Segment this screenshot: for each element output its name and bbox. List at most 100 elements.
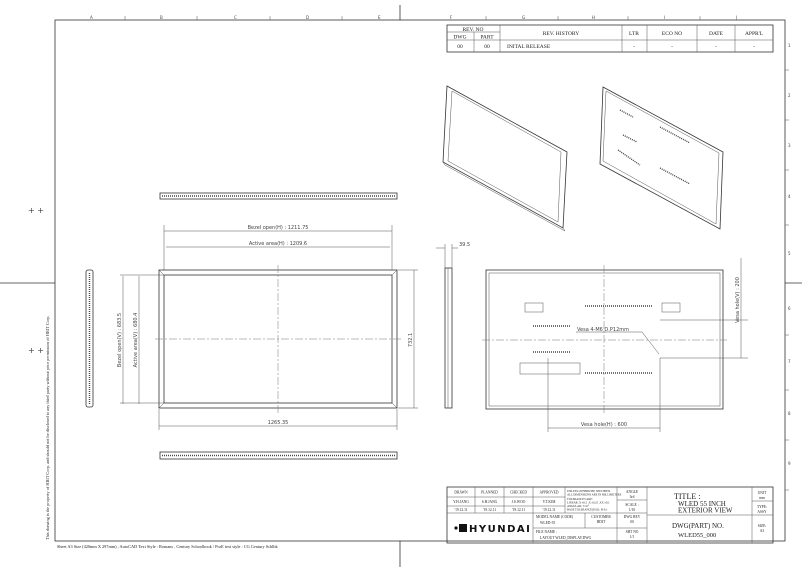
isometric-rear-view (599, 86, 724, 230)
tolerance-note: BASE TOLERANCE(ISO) : B-0.1 (567, 508, 608, 512)
isometric-front-view (442, 85, 568, 232)
column-label: G (522, 15, 525, 20)
overall-height-dimension: 732.1 (398, 269, 418, 409)
overall-height-label: 732.1 (408, 333, 414, 347)
bezel-open-h-dimension: Bezel open(H) : 1211.75 (163, 225, 393, 270)
scale-value: 1/10 (629, 508, 636, 512)
row-label: 6 (788, 306, 791, 311)
rev-no-header: REV. NO (463, 27, 484, 33)
column-label: J (735, 15, 737, 20)
title-block: DRAWN PLANNED CHECKED APPROVED Y.H.JANG … (446, 486, 774, 544)
size-value: A3 (760, 529, 765, 533)
column-label: F (450, 15, 453, 20)
front-view (155, 265, 402, 413)
size-label: SIZE: (758, 524, 767, 528)
column-label: B (160, 15, 163, 20)
dwg-rev-label: DWG REV (624, 515, 641, 519)
column-label: A (90, 15, 93, 20)
rev-part-value: 00 (484, 44, 490, 50)
rev-dwg-value: 00 (457, 44, 463, 50)
row-label: 3 (788, 143, 791, 148)
file-name-value: LAYOUT WLED_DISPLAY.DWG (540, 536, 592, 540)
overall-width-label: 1265.35 (268, 420, 289, 426)
row-label: 2 (788, 93, 791, 98)
tolerance-note: LINEAR: X ±0.5 .X ±0.25 .XX ±0.1 (567, 501, 610, 505)
rev-history-value: INITAL RELEASE (507, 44, 551, 50)
part-header: PART (480, 35, 494, 41)
row-label: 7 (788, 359, 791, 364)
planned-name: S.H.JANG (482, 500, 498, 504)
property-note: This drawing is the property of HBIT Cor… (45, 316, 50, 540)
column-label: H (592, 15, 595, 20)
planned-date: '19.12.11 (483, 508, 496, 512)
type-label: TYPE: (757, 505, 767, 509)
checked-header: CHECKED (510, 491, 527, 495)
row-label: 4 (788, 194, 791, 199)
sht-no-value: 1/1 (630, 535, 635, 539)
tolerance-note: ALL DIMENSIONS ARE IN MILLIMETERS (567, 493, 622, 497)
column-labels: A B C D E F G H I J (90, 15, 737, 20)
column-label: E (378, 15, 381, 20)
title-line-2: EXTERIOR VIEW (678, 507, 733, 515)
ltr-header: LTR (629, 31, 639, 37)
rev-appr-value: - (753, 44, 755, 50)
rev-date-value: - (715, 44, 717, 50)
left-side-view (85, 269, 94, 408)
column-label: I (664, 15, 665, 20)
drawn-name: Y.H.JANG (453, 500, 469, 504)
tolerance-note: UNLESS OTHERWISE SPECIFIED (567, 489, 610, 493)
bottom-side-view (159, 451, 398, 460)
top-side-view (159, 192, 398, 200)
tolerance-note: TOLERANCES ARE: (567, 497, 593, 501)
rev-eco-value: - (671, 44, 673, 50)
angle-label: ANGLE (626, 490, 639, 494)
tolerance-note: ANGULAR: ±1.0° (567, 504, 590, 508)
left-vertical-dimensions: Bezel open(V) : 683.5 Active area(V) : 6… (117, 274, 164, 404)
title-line-1: WLED 55 INCH (678, 500, 726, 508)
dwg-header: DWG (453, 35, 466, 41)
dwg-rev-value: 00 (630, 520, 634, 524)
title-label: TITLE : (674, 492, 700, 501)
drawn-date: '19.12.11 (454, 508, 467, 512)
rev-ltr-value: - (633, 44, 635, 50)
rear-view (482, 265, 727, 413)
checked-date: '19.12.11 (512, 508, 525, 512)
model-name-value: WLED-55 (540, 521, 555, 525)
approved-header: APPROVED (540, 491, 559, 495)
registration-marks: + + + + (28, 206, 44, 355)
vesa-h-label: Vesa hole(H) : 600 (581, 422, 627, 428)
type-value: ASSY (757, 510, 767, 514)
unit-label: UNIT (758, 491, 767, 495)
active-area-h-dimension: Active area(H) : 1209.6 (166, 241, 390, 248)
vesa-v-label: Vesa hole(V) : 200 (735, 277, 741, 323)
zone-dividers (124, 16, 789, 491)
drawn-header: DRAWN (454, 491, 468, 495)
approved-name: Y.T.KIM (543, 500, 557, 504)
row-label: 8 (788, 411, 791, 416)
column-label: C (234, 15, 237, 20)
svg-text:+ +: + + (28, 346, 44, 355)
model-name-label: MODEL NAME (CODE) (536, 515, 574, 519)
footer-note: Sheet A3 Size (420mm X 297mm) , AutoCAD … (57, 544, 279, 550)
sht-no-label: SHT NO (626, 530, 639, 534)
planned-header: PLANNED (481, 491, 498, 495)
date-header: DATE (709, 31, 724, 37)
scale-label: SCALE : (625, 503, 638, 507)
vesa-annotation: Vesa hole(V) : 200 Vesa 4-M6 D.P12mm Ves… (547, 258, 748, 432)
file-name-label: FILE NAME : (536, 530, 557, 534)
right-side-view: 39.5 (436, 242, 470, 409)
active-area-h-label: Active area(H) : 1209.6 (249, 241, 307, 247)
row-label: 1 (788, 43, 791, 48)
bezel-open-h-label: Bezel open(H) : 1211.75 (248, 225, 309, 231)
eco-header: ECO NO (662, 31, 682, 37)
bezel-open-v-label: Bezel open(V) : 683.5 (117, 313, 123, 367)
svg-text:+ +: + + (28, 206, 44, 215)
row-labels: 1 2 3 4 5 6 7 8 9 (788, 43, 791, 466)
row-label: 9 (788, 461, 791, 466)
active-area-v-label: Active area(V) : 680.4 (133, 313, 139, 368)
dwg-part-no-value: WLED55_000 (678, 532, 716, 539)
hyundai-logo: HYUNDAI (454, 524, 530, 535)
customer-value: HDIT (597, 520, 606, 524)
depth-label: 39.5 (459, 242, 470, 248)
